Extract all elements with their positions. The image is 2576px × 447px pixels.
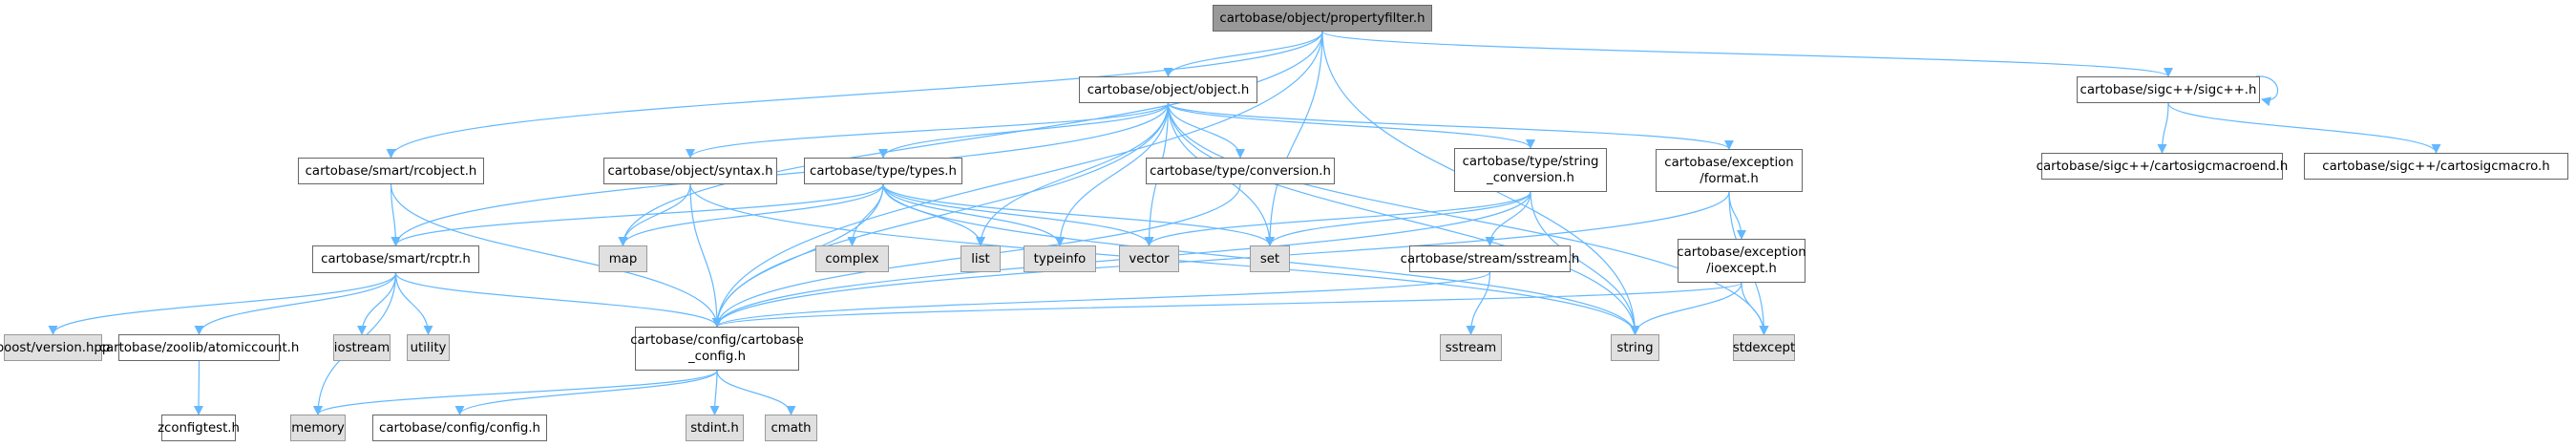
edge-object-to-format	[1167, 102, 1734, 150]
node-rcobject-h[interactable]: cartobase/smart/rcobject.h	[298, 158, 484, 184]
node-format-h[interactable]: cartobase/exception /format.h	[1656, 149, 1803, 192]
edge-rcptr-to-atomic	[194, 272, 397, 335]
edge-object-to-syntax	[686, 102, 1170, 159]
node-ioexcept-h[interactable]: cartobase/exception /ioexcept.h	[1677, 239, 1806, 283]
node-stdint-h: stdint.h	[686, 415, 744, 441]
edge-object-to-list	[976, 102, 1170, 246]
edge-types-to-rcptr	[391, 183, 884, 246]
node-cartobase-config-h[interactable]: cartobase/config/cartobase _config.h	[630, 327, 804, 371]
node-iostream: iostream	[333, 334, 391, 361]
edge-rcptr-to-iostream	[357, 272, 397, 335]
edge-strconv-to-vector	[1144, 191, 1531, 246]
edge-object-to-types	[878, 102, 1170, 159]
node-config-h[interactable]: cartobase/config/config.h	[372, 415, 547, 441]
edge-propertyfilter-to-cbconfig	[712, 31, 1323, 328]
node-zconfigtest-h[interactable]: zconfigtest.h	[158, 415, 240, 441]
edge-ioexcept-to-cbconfig	[712, 282, 1742, 328]
edge-propertyfilter-to-rcobject	[386, 31, 1323, 159]
node-set: set	[1250, 245, 1290, 272]
edge-object-to-typeinfo	[1055, 102, 1170, 246]
node-object-h[interactable]: cartobase/object/object.h	[1079, 76, 1257, 103]
edge-rcptr-to-boost	[48, 272, 397, 335]
edge-ioexcept-to-stdexcept	[1741, 282, 1769, 335]
edge-rcptr-to-cbconfig	[394, 272, 722, 328]
edge-strconv-to-string	[1530, 191, 1640, 335]
edge-syntax-to-cbconfig	[689, 183, 722, 328]
edge-strconv-to-sstreamh	[1485, 191, 1531, 246]
node-rcptr-h[interactable]: cartobase/smart/rcptr.h	[312, 245, 479, 273]
edge-propertyfilter-to-map	[618, 31, 1323, 246]
node-conversion-h[interactable]: cartobase/type/conversion.h	[1146, 158, 1335, 184]
edge-format-to-cbconfig	[712, 191, 1730, 328]
edge-propertyfilter-to-sigcpp	[1321, 31, 2173, 77]
node-boost-version-hpp: boost/version.hpp	[0, 334, 110, 361]
edge-sstreamh-to-sstream	[1466, 271, 1491, 335]
edge-object-to-strconv	[1167, 102, 1535, 149]
node-typeinfo: typeinfo	[1024, 245, 1096, 272]
edge-sigcpp-to-macro	[2167, 102, 2441, 154]
edge-sigcpp-to-sigcpp	[2255, 75, 2279, 107]
edge-sigcpp-to-macroend	[2157, 102, 2169, 154]
edge-types-to-map	[618, 183, 884, 246]
edge-cbconfig-to-stdint	[709, 370, 720, 415]
edge-atomic-to-zconfigtest	[194, 360, 204, 415]
node-cartosigcmacro-h[interactable]: cartobase/sigc++/cartosigcmacro.h	[2304, 153, 2568, 180]
edge-propertyfilter-to-object	[1163, 31, 1323, 77]
node-string: string	[1611, 334, 1659, 361]
node-types-h[interactable]: cartobase/type/types.h	[804, 158, 962, 184]
edge-sstreamh-to-cbconfig	[712, 271, 1491, 328]
node-cmath: cmath	[765, 415, 817, 441]
edge-strconv-to-set	[1265, 191, 1531, 246]
edge-object-to-cbconfig	[712, 102, 1170, 328]
edge-object-to-stdexcept	[1167, 102, 1769, 335]
edge-types-to-cbconfig	[712, 183, 884, 328]
node-utility: utility	[407, 334, 450, 361]
edge-object-to-rcptr	[391, 102, 1170, 246]
node-memory: memory	[290, 415, 346, 441]
node-sstream: sstream	[1440, 334, 1502, 361]
node-syntax-h[interactable]: cartobase/object/syntax.h	[603, 158, 777, 184]
node-complex: complex	[815, 245, 889, 272]
edge-rcptr-to-utility	[394, 272, 433, 335]
edge-types-to-vector	[882, 183, 1154, 246]
node-map: map	[599, 245, 647, 272]
edge-syntax-to-map	[618, 183, 691, 246]
node-sigcpp-h[interactable]: cartobase/sigc++/sigc++.h	[2077, 76, 2260, 103]
edge-types-to-set	[882, 183, 1275, 246]
node-string-conversion-h[interactable]: cartobase/type/string _conversion.h	[1454, 148, 1607, 192]
node-atomiccount-h[interactable]: cartobase/zoolib/atomiccount.h	[99, 334, 299, 361]
node-propertyfilter-h[interactable]: cartobase/object/propertyfilter.h	[1213, 5, 1432, 32]
edge-types-to-typeinfo	[882, 183, 1065, 246]
edge-rcobject-to-cbconfig	[390, 183, 722, 328]
edge-propertyfilter-to-set	[1265, 31, 1323, 246]
node-stdexcept: stdexcept	[1733, 334, 1795, 361]
node-vector: vector	[1119, 245, 1179, 272]
edge-ioexcept-to-string	[1630, 282, 1742, 335]
edge-cbconfig-to-cmath	[716, 370, 796, 415]
node-sstream-h[interactable]: cartobase/stream/sstream.h	[1401, 245, 1579, 272]
edge-cbconfig-to-memory	[313, 370, 718, 415]
node-cartosigcmacroend-h[interactable]: cartobase/sigc++/cartosigcmacroend.h	[2037, 153, 2288, 180]
edge-object-to-conversion	[1167, 102, 1245, 159]
edge-cbconfig-to-config	[454, 370, 718, 415]
node-list: list	[961, 245, 1001, 272]
